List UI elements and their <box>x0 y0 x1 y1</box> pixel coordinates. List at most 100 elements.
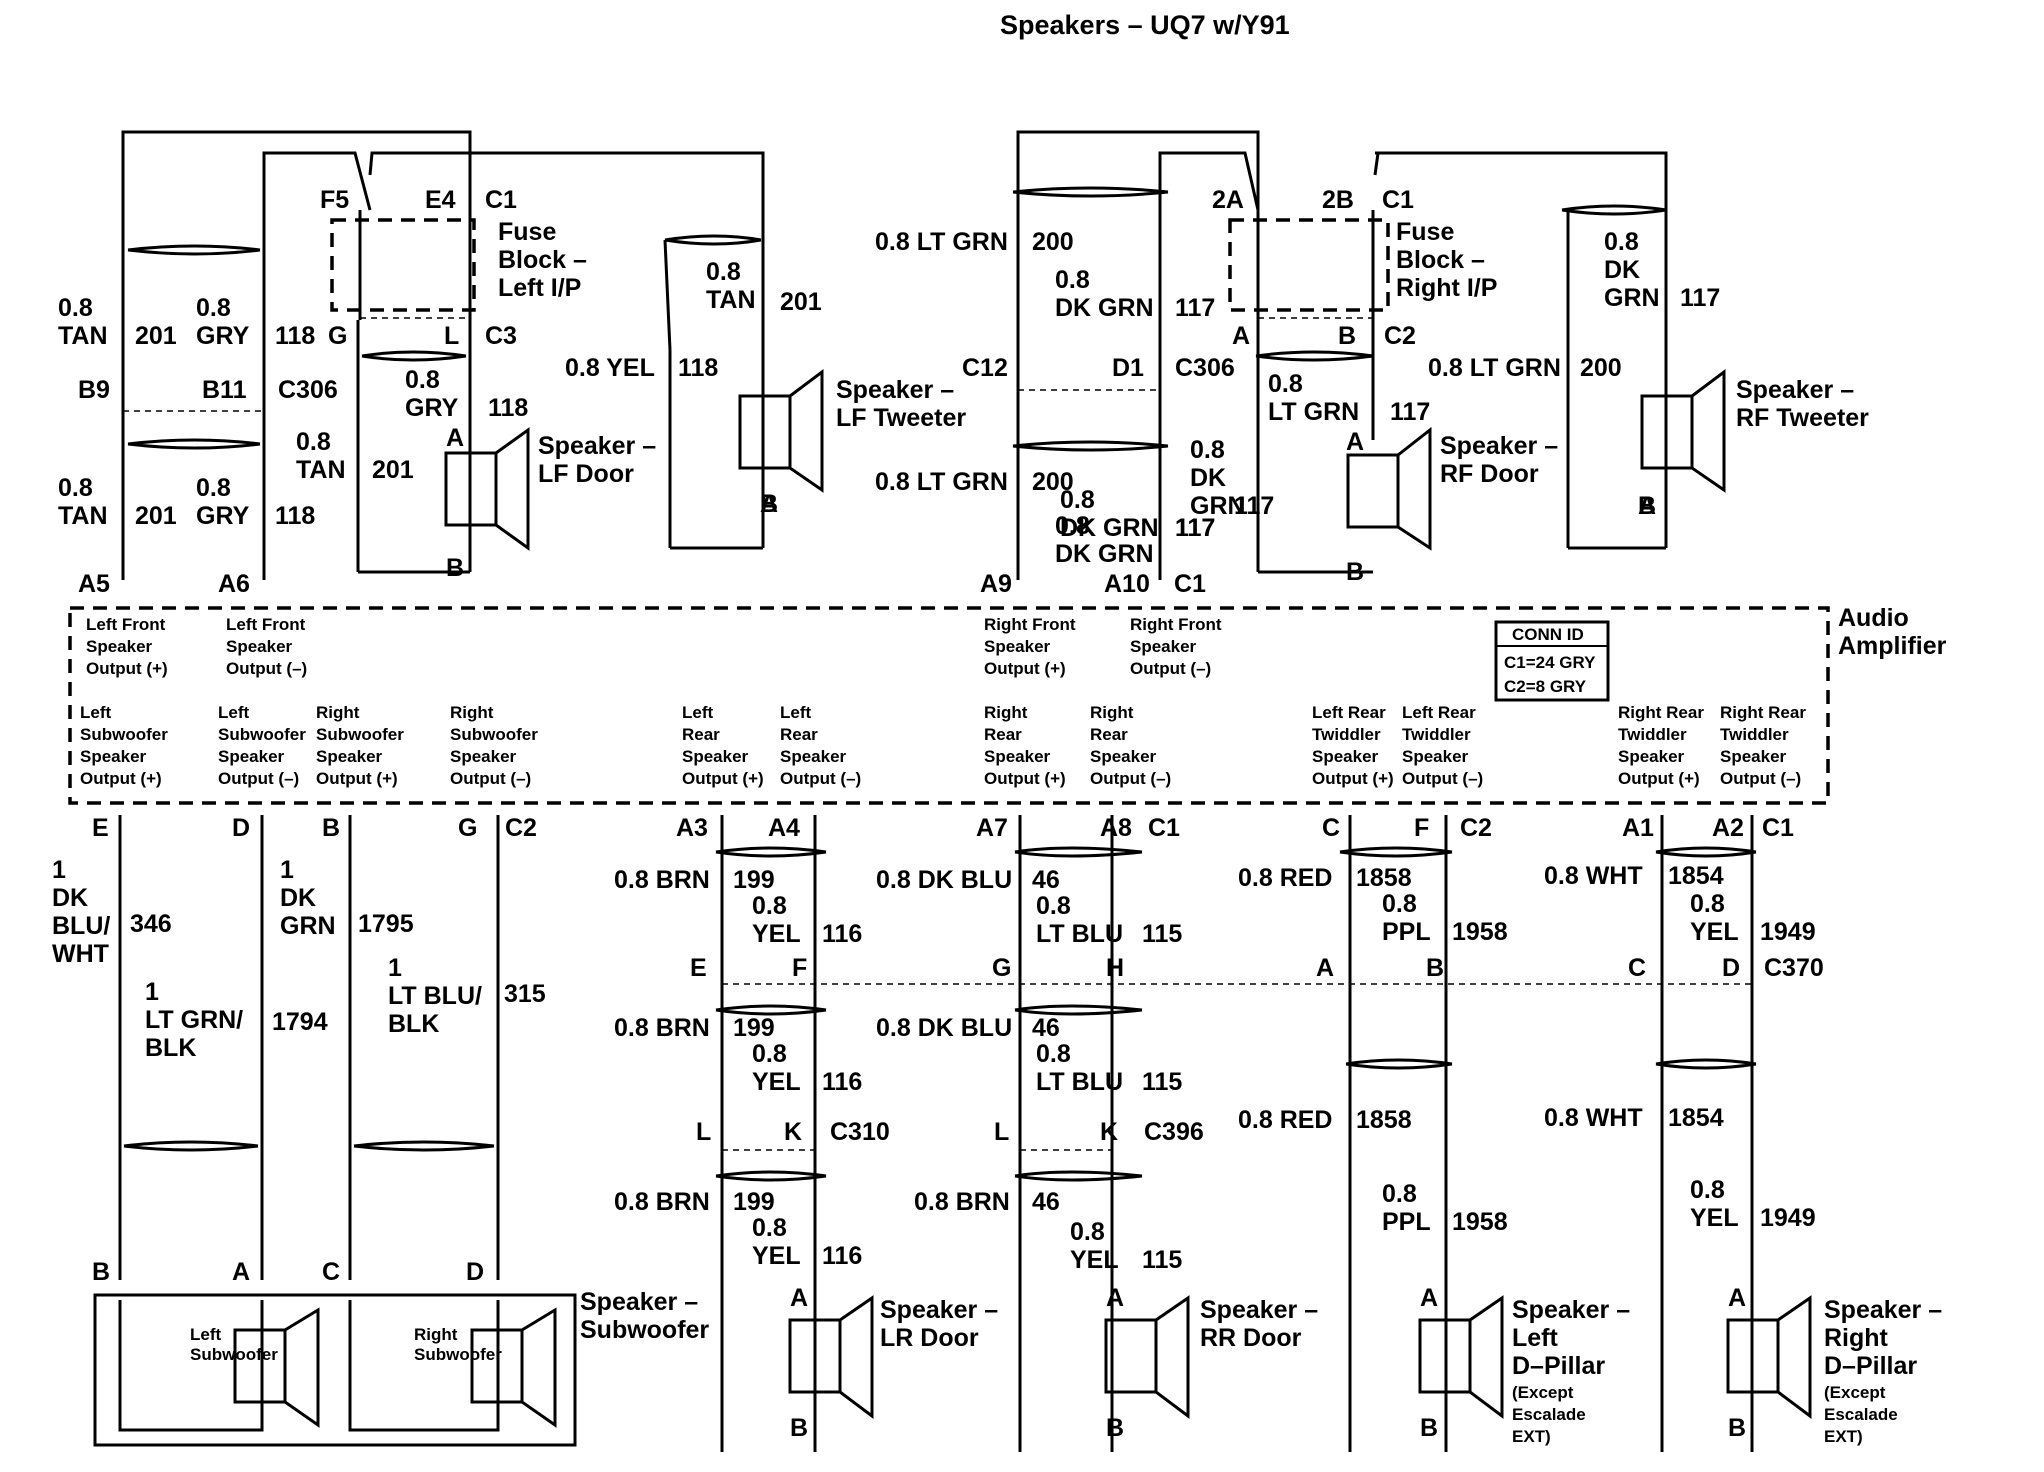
speaker-label: LR Door <box>880 1324 979 1352</box>
wire-color-label: 0.8 RED <box>1238 864 1332 892</box>
circuit-number: 1794 <box>272 1008 328 1036</box>
pin-label: E <box>92 814 109 842</box>
wire-color-label: PPL <box>1382 918 1431 946</box>
wire-color-label: 0.8 <box>1268 370 1303 398</box>
circuit-number: 117 <box>1390 398 1430 426</box>
circuit-number: 115 <box>1142 1246 1182 1274</box>
amplifier-output-label: Left Front <box>226 615 306 634</box>
wire-color-label: 0.8 <box>1055 512 1090 540</box>
wire-color-label: 0.8 BRN <box>614 1188 710 1216</box>
circuit-number: 117 <box>1175 514 1215 542</box>
pin-label: E <box>690 954 707 982</box>
pin-label: G <box>328 322 347 350</box>
pin-label: A <box>1232 322 1250 350</box>
wire-color-label: 0.8 <box>1060 486 1095 514</box>
pin-label: C2 <box>505 814 537 842</box>
diagram-title: Speakers – UQ7 w/Y91 <box>1000 10 1290 40</box>
speaker-label: Right <box>414 1325 458 1344</box>
amplifier-output-label: Output (–) <box>218 769 299 788</box>
circuit-number: 200 <box>1580 354 1622 382</box>
wire-color-label: YEL <box>1690 918 1739 946</box>
pin-label: F5 <box>320 186 349 214</box>
amplifier-output-label: Rear <box>1090 725 1128 744</box>
pin-label: B <box>1638 492 1656 520</box>
circuit-number: 46 <box>1032 866 1060 894</box>
wire-color-label: 0.8 <box>1382 890 1417 918</box>
label: D <box>466 1258 484 1286</box>
amplifier-output-label: Speaker <box>450 747 517 766</box>
label: D1 <box>1112 354 1144 382</box>
circuit-number: 315 <box>504 980 546 1008</box>
fuse-block-label: Block – <box>1396 246 1485 274</box>
wire-color-label: 0.8 <box>752 892 787 920</box>
wire-color-label: LT BLU <box>1036 1068 1123 1096</box>
label: 1 <box>145 978 159 1006</box>
wire-color-label: DK <box>1190 464 1226 492</box>
wire-color-label: 0.8 YEL <box>565 354 655 382</box>
amplifier-label: Audio <box>1838 604 1909 632</box>
pin-label: H <box>1106 954 1124 982</box>
wire-color-label: 0.8 <box>1382 1180 1417 1208</box>
circuit-number: 199 <box>733 1188 775 1216</box>
amplifier-output-label: Rear <box>682 725 720 744</box>
left-dpillar-wiring <box>1339 815 1504 1452</box>
speaker-label: Speaker – <box>538 432 656 460</box>
amplifier-output-label: Left <box>682 703 714 722</box>
connector-label: C396 <box>1144 1118 1204 1146</box>
speaker-note: (Except <box>1824 1383 1886 1402</box>
pin-label: B <box>1426 954 1444 982</box>
amplifier-output-label: Output (–) <box>226 659 307 678</box>
amplifier-output-label: Speaker <box>682 747 749 766</box>
pin-label: B <box>1106 1414 1124 1442</box>
circuit-number: 46 <box>1032 1188 1060 1216</box>
label: L <box>994 1118 1009 1146</box>
label: A9 <box>980 570 1012 598</box>
pin-label: B <box>446 554 464 582</box>
circuit-number: 115 <box>1142 1068 1182 1096</box>
pin-label: A <box>790 1284 808 1312</box>
fuse-block-label: Block – <box>498 246 587 274</box>
pin-label: B <box>322 814 340 842</box>
wire-color-label: 0.8 <box>1690 1176 1725 1204</box>
amplifier-output-label: Right <box>1090 703 1134 722</box>
speaker-label: Speaker – <box>1824 1296 1942 1324</box>
amplifier-output-label: Subwoofer <box>218 725 306 744</box>
left-front-wiring <box>121 130 824 580</box>
amplifier-output-label: Rear <box>984 725 1022 744</box>
label: LT BLU/ <box>388 982 482 1010</box>
amplifier-output-label: Speaker <box>984 637 1051 656</box>
speaker-label: RF Door <box>1440 460 1539 488</box>
label: BLU/ <box>52 912 110 940</box>
label: C306 <box>278 376 338 404</box>
speaker-note: Escalade <box>1512 1405 1586 1424</box>
label: A6 <box>218 570 250 598</box>
wire-color-label: 0.8 BRN <box>614 1014 710 1042</box>
pin-label: A <box>1420 1284 1438 1312</box>
wire-color-label: 0.8 <box>1070 1218 1105 1246</box>
speaker-label: LF Tweeter <box>836 404 966 432</box>
label: A10 <box>1104 570 1150 598</box>
pin-label: C1 <box>1762 814 1794 842</box>
conn-id-value: C1=24 GRY <box>1504 653 1596 672</box>
pin-label: A <box>1728 1284 1746 1312</box>
wire-color-label: 0.8 LT GRN <box>875 228 1008 256</box>
connector-label: C1 <box>485 186 517 214</box>
label: B9 <box>78 376 110 404</box>
amplifier-output-label: Speaker <box>1130 637 1197 656</box>
amplifier-output-label: Right Front <box>984 615 1076 634</box>
pin-label: A2 <box>1712 814 1744 842</box>
wire-color-label: GRY <box>196 322 250 350</box>
circuit-number: 346 <box>130 910 172 938</box>
amplifier-output-label: Left <box>218 703 250 722</box>
audio-amplifier-box <box>68 606 1830 805</box>
label: A <box>232 1258 250 1286</box>
pin-label: A <box>760 490 778 518</box>
amplifier-output-label: Output (–) <box>780 769 861 788</box>
speaker-note: (Except <box>1512 1383 1574 1402</box>
speaker-label: Speaker – <box>1440 432 1558 460</box>
circuit-number: 199 <box>733 866 775 894</box>
amplifier-output-label: Output (+) <box>316 769 398 788</box>
amplifier-output-label: Output (–) <box>1720 769 1801 788</box>
pin-label: C1 <box>1148 814 1180 842</box>
